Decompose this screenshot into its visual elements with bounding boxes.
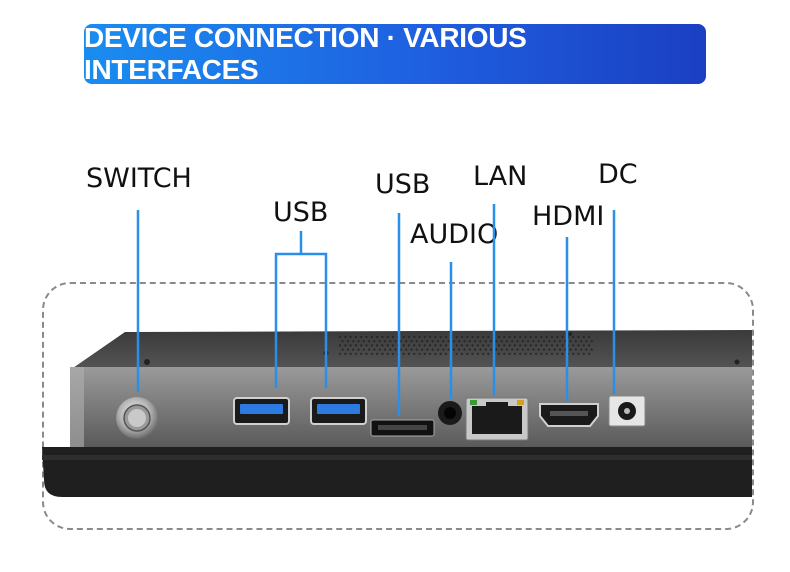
card-slot-icon (370, 419, 435, 437)
label-hdmi: HDMI (532, 201, 605, 232)
lan-port-icon (465, 397, 529, 441)
banner-title: DEVICE CONNECTION · VARIOUS INTERFACES (84, 22, 706, 85)
label-switch: SWITCH (86, 163, 192, 194)
label-lan: LAN (473, 161, 528, 192)
label-audio: AUDIO (410, 219, 499, 250)
device-bezel (42, 447, 752, 497)
dc-jack-icon (608, 395, 646, 427)
usb-port-icon (310, 397, 367, 425)
callout-lines (136, 204, 616, 416)
vent-grille (338, 335, 593, 355)
label-dc: DC (598, 159, 638, 190)
hdmi-port-icon (539, 403, 599, 427)
screw-icon (734, 359, 740, 365)
screw-icon (144, 359, 150, 365)
screw-icon (568, 332, 572, 336)
label-usb-pair: USB (273, 197, 329, 228)
label-usb-card: USB (375, 169, 431, 200)
usb-port-icon (233, 397, 290, 425)
